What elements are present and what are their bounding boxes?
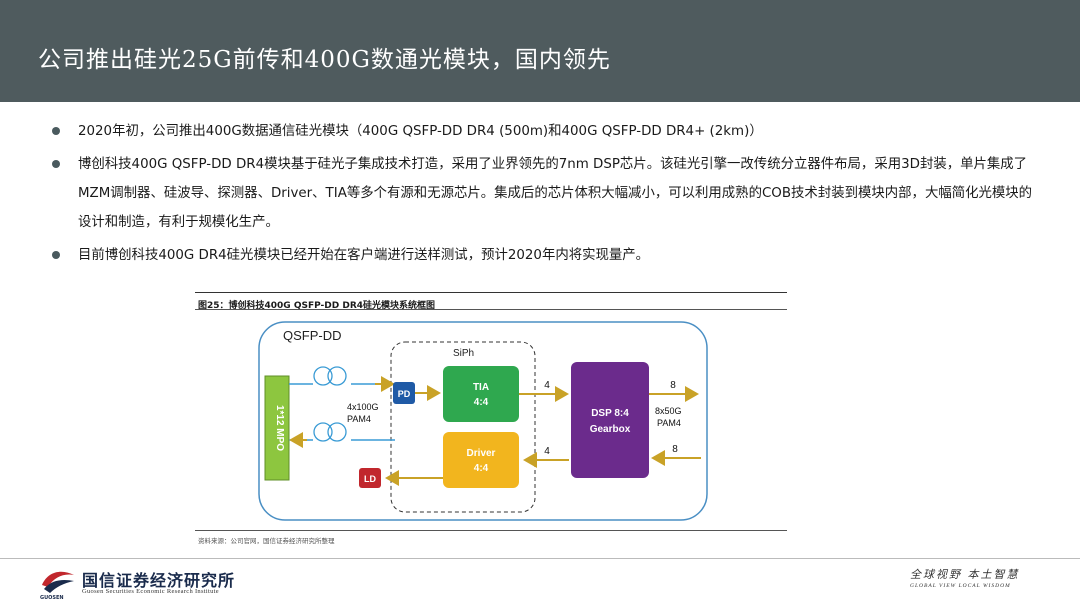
lane-top-label: 4: [544, 380, 550, 391]
bullet-item: 博创科技400G QSFP-DD DR4模块基于硅光子集成技术打造，采用了业界领…: [52, 150, 1042, 237]
dsp-sub-label: Gearbox: [590, 424, 631, 435]
figure-top-rule: [195, 292, 787, 293]
fiber-loop-icon: [327, 422, 347, 442]
optical-mod-label: PAM4: [347, 414, 371, 424]
tia-label: TIA: [473, 382, 489, 393]
optical-rate-label: 4x100G: [347, 402, 379, 412]
header-bar: 公司推出硅光25G前传和400G数通光模块，国内领先: [0, 0, 1080, 102]
ld-label: LD: [364, 474, 376, 484]
siph-label: SiPh: [453, 348, 474, 359]
tia-ratio: 4:4: [474, 397, 489, 408]
host-mod-label: PAM4: [657, 418, 681, 428]
block-diagram: QSFP-DD SiPh 1*12 MPO 4x100G PAM4 PD LD …: [258, 321, 708, 521]
slogan: 全球视野 本土智慧: [910, 568, 1020, 581]
bullet-list: 2020年初，公司推出400G数据通信硅光模块（400G QSFP-DD DR4…: [52, 117, 1042, 274]
figure-title-rule: [195, 309, 787, 310]
fiber-loop-icon: [327, 366, 347, 386]
driver-label: Driver: [467, 448, 496, 459]
ld-block: [359, 468, 381, 488]
lane-bottom-label: 4: [544, 446, 550, 457]
figure-source: 资料来源：公司官网，国信证券经济研究所整理: [198, 537, 335, 545]
mpo-connector: [264, 375, 290, 481]
pd-block: [393, 382, 415, 404]
siph-region: [390, 341, 536, 513]
module-outline: [258, 321, 708, 521]
fiber-loop-icon: [313, 366, 333, 386]
tia-block: [443, 366, 519, 422]
fiber-loop-icon: [313, 422, 333, 442]
module-label: QSFP-DD: [283, 328, 342, 343]
page-title: 公司推出硅光25G前传和400G数通光模块，国内领先: [38, 47, 611, 73]
bullet-item: 目前博创科技400G DR4硅光模块已经开始在客户端进行送样测试，预计2020年…: [52, 241, 1042, 270]
host-rate-label: 8x50G: [655, 406, 682, 416]
logo-text: GUOSEN: [40, 595, 64, 601]
org-name-en: Guosen Securities Economic Research Inst…: [82, 588, 219, 595]
mpo-label: 1*12 MPO: [274, 405, 285, 451]
slogan-en: GLOBAL VIEW LOCAL WISDOM: [910, 583, 1011, 589]
figure-bottom-rule: [195, 530, 787, 531]
bullet-item: 2020年初，公司推出400G数据通信硅光模块（400G QSFP-DD DR4…: [52, 117, 1042, 146]
org-name: 国信证券经济研究所: [82, 571, 236, 590]
guosen-logo-icon: [42, 571, 74, 593]
host-bottom-label: 8: [672, 444, 678, 455]
pd-label: PD: [398, 389, 411, 399]
dsp-block: [571, 362, 649, 478]
dsp-label: DSP 8:4: [591, 408, 629, 419]
figure-title: 图25：博创科技400G QSFP-DD DR4硅光模块系统框图: [198, 301, 436, 311]
driver-ratio: 4:4: [474, 463, 489, 474]
host-top-label: 8: [670, 380, 676, 391]
driver-block: [443, 432, 519, 488]
footer-rule: [0, 558, 1080, 559]
